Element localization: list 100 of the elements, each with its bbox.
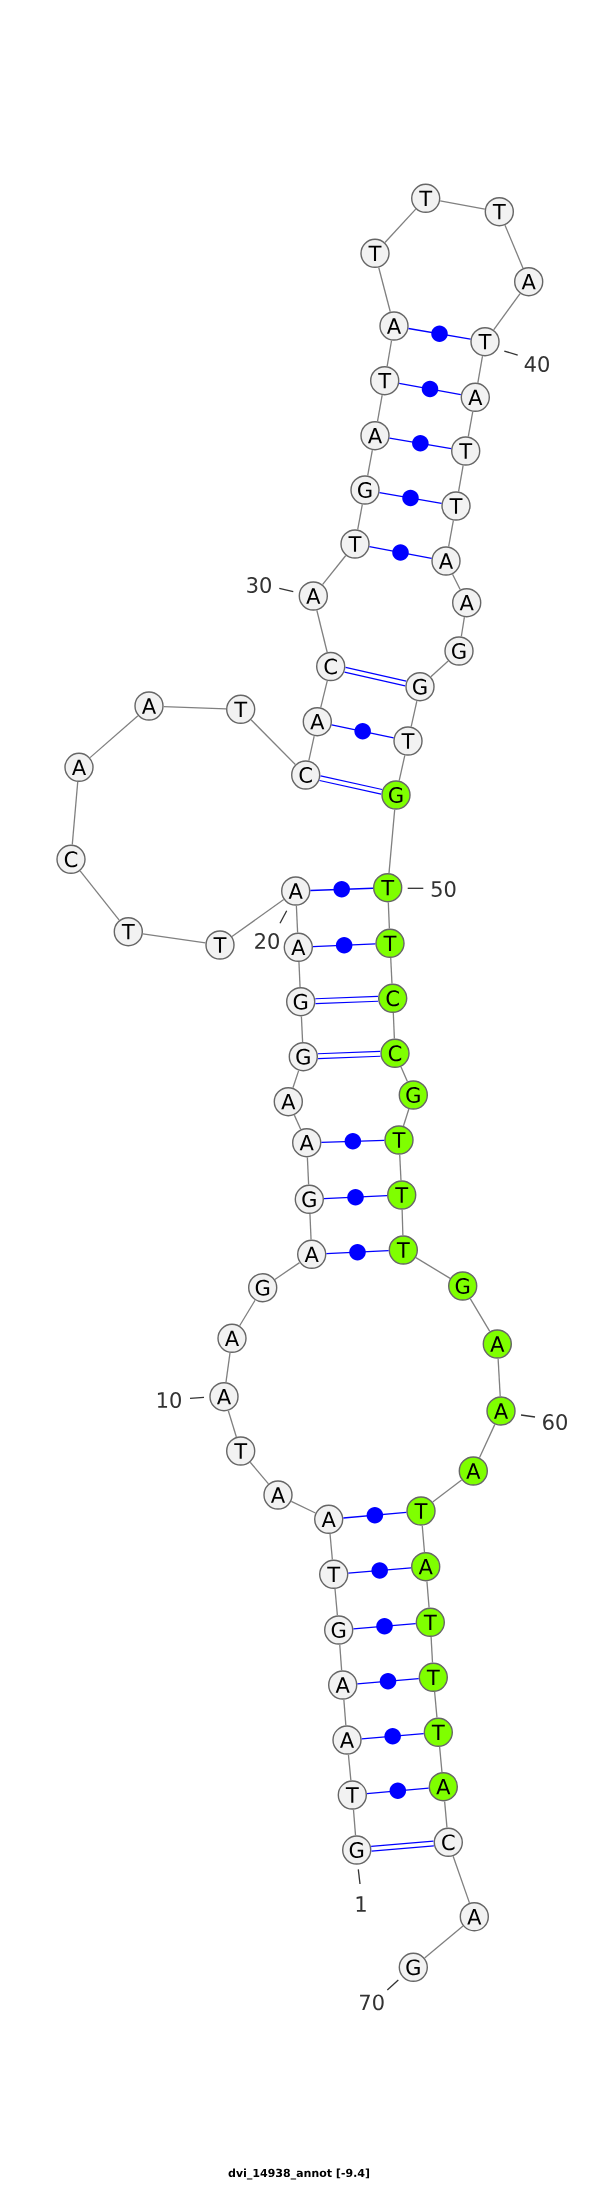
backbone-line	[387, 901, 391, 930]
backbone-line	[402, 1108, 410, 1127]
base-pair-line	[356, 1672, 420, 1690]
position-number: 60	[543, 1414, 567, 1430]
backbone-line	[399, 1154, 402, 1181]
backbone-line	[390, 957, 393, 985]
backbone-line	[352, 1809, 357, 1836]
base-pair-line	[320, 1133, 385, 1150]
backbone-line	[290, 1500, 317, 1514]
backbone-line	[239, 1299, 256, 1327]
base-pair-line	[319, 775, 383, 795]
backbone-line	[410, 700, 418, 728]
backbone-line	[504, 224, 524, 269]
caption: dvi_14938_annot [-9.4]	[228, 2168, 370, 2180]
backbone-line	[384, 208, 417, 244]
base-pair-line	[309, 881, 374, 898]
base-pair-line	[317, 1050, 381, 1060]
backbone-line	[398, 754, 406, 782]
backbone-line	[430, 1636, 434, 1664]
base-pair-line	[361, 1727, 425, 1745]
backbone-line	[89, 715, 139, 759]
position-number: 1	[356, 1896, 366, 1912]
backbone-line	[231, 898, 285, 938]
backbone-line	[392, 1012, 396, 1040]
backbone-line	[452, 1855, 471, 1904]
backbone-line	[292, 1070, 300, 1089]
backbone-line	[443, 1800, 448, 1829]
backbone-line	[142, 933, 207, 944]
backbone-line	[329, 1533, 333, 1561]
position-number: 20	[255, 933, 279, 949]
backbone-line	[321, 554, 347, 586]
backbone-line	[386, 339, 393, 367]
backbone-line	[434, 1691, 438, 1719]
base-pair-line	[378, 489, 443, 507]
backbone-line	[320, 680, 328, 709]
backbone-line	[347, 1754, 352, 1782]
backbone-line	[432, 1479, 463, 1503]
base-pair-line	[342, 1506, 407, 1524]
base-pair-line	[371, 1840, 434, 1852]
base-pair-line	[368, 544, 433, 561]
backbone-line	[400, 1066, 409, 1083]
backbone-line	[227, 1410, 238, 1438]
backbone-line	[71, 781, 79, 846]
backbone-line	[293, 1114, 302, 1130]
backbone-line	[469, 1298, 491, 1333]
backbone-line	[415, 1257, 451, 1280]
backbone-line	[79, 870, 120, 921]
backbone-line	[367, 449, 373, 477]
base-pair-line	[344, 666, 407, 687]
position-number: 30	[247, 577, 271, 593]
backbone-line	[298, 961, 301, 988]
base-pair-line	[398, 380, 462, 398]
base-pair-line	[366, 1782, 430, 1800]
base-pair-line	[331, 723, 395, 740]
backbone-line	[493, 292, 521, 331]
base-pair-line	[323, 1188, 388, 1206]
backbone-line	[426, 1580, 430, 1609]
backbone-line	[316, 609, 328, 653]
base-pair-line	[315, 995, 379, 1005]
backbone-line	[295, 905, 299, 934]
backbone-line	[388, 809, 396, 874]
backbone-line	[250, 719, 296, 766]
backbone-line	[343, 1699, 347, 1726]
backbone-line	[439, 200, 486, 210]
base-pair-line	[352, 1617, 417, 1635]
backbone-line	[334, 1588, 339, 1617]
backbone-line	[300, 1015, 304, 1043]
backbone-line	[467, 411, 474, 438]
backbone-line	[477, 355, 484, 384]
backbone-line	[497, 1358, 501, 1397]
backbone-line	[451, 573, 461, 591]
position-number: 40	[524, 356, 549, 372]
backbone-line	[457, 464, 464, 493]
backbone-line	[357, 503, 363, 531]
backbone-line	[308, 735, 315, 762]
backbone-line	[439, 1746, 443, 1773]
base-pair-line	[347, 1562, 412, 1579]
backbone-line	[448, 519, 455, 548]
backbone-line	[421, 1525, 426, 1553]
base-pair-line	[388, 435, 452, 452]
backbone-line	[478, 1423, 496, 1459]
backbone-line	[225, 1352, 231, 1383]
backbone-line	[423, 1925, 464, 1959]
backbone-line	[430, 660, 449, 678]
position-number: 10	[157, 1392, 181, 1408]
position-number: 70	[360, 1994, 384, 2011]
position-number: 50	[431, 881, 456, 897]
base-pair-line	[312, 937, 376, 954]
backbone-line	[309, 1213, 312, 1241]
backbone-line	[249, 1461, 270, 1485]
backbone-line	[460, 616, 466, 638]
backbone-line	[401, 1209, 404, 1236]
backbone-line	[163, 705, 227, 710]
backbone-line	[378, 266, 391, 313]
base-pair-line	[325, 1243, 390, 1261]
backbone-line	[306, 1156, 310, 1186]
backbone-line	[274, 1261, 301, 1281]
backbone-line	[339, 1644, 343, 1671]
base-pair-line	[407, 325, 472, 343]
backbone-line	[376, 394, 383, 422]
